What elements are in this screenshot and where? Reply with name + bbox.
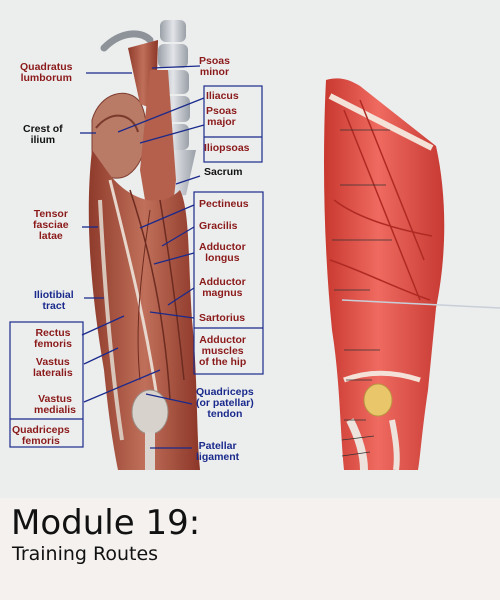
label-sartorius: Sartorius <box>199 312 246 324</box>
label-rectus-femoris: Rectus femoris <box>34 327 72 350</box>
label-iliotibial-tract: Iliotibial tract <box>34 289 74 312</box>
label-crest-of-ilium: Crest of ilium <box>23 123 63 146</box>
label-iliacus: Iliacus <box>206 90 239 102</box>
leg-illustration-side-view <box>324 78 500 471</box>
label-iliopsoas: Iliopsoas <box>204 142 250 154</box>
label-pectineus: Pectineus <box>199 198 249 210</box>
label-psoas-minor: Psoas minor <box>199 55 230 78</box>
label-patellar-ligament: Patellar ligament <box>196 440 240 463</box>
label-quadriceps-femoris: Quadriceps femoris <box>12 424 70 447</box>
label-gracilis: Gracilis <box>199 220 238 232</box>
label-adductor-longus: Adductor longus <box>199 241 246 264</box>
label-adductor-magnus: Adductor magnus <box>199 276 246 299</box>
patella-right <box>363 383 393 417</box>
label-frames <box>9 85 264 448</box>
label-tensor-fasciae-latae: Tensor fasciae latae <box>33 208 69 242</box>
label-adductor-muscles-of-the-hip: Adductor muscles of the hip <box>199 334 247 368</box>
label-sacrum: Sacrum <box>204 166 243 178</box>
label-psoas-major: Psoas major <box>206 105 237 128</box>
label-quadriceps-tendon: Quadriceps (or patellar) tendon <box>196 386 254 420</box>
module-title: Module 19: <box>11 503 201 543</box>
leader-lines <box>80 65 205 449</box>
patella-left <box>131 389 169 435</box>
module-footer <box>0 498 500 600</box>
label-vastus-medialis: Vastus medialis <box>34 393 77 416</box>
anatomy-illustration: Quadratus lumborum Psoas minor Iliacus P… <box>0 0 500 498</box>
module-subtitle: Training Routes <box>12 543 159 565</box>
psoas-muscle <box>140 70 176 230</box>
label-quadratus-lumborum: Quadratus lumborum <box>20 61 73 84</box>
anatomy-drawing <box>9 20 500 471</box>
right-figure-leader-lines <box>332 129 392 457</box>
label-vastus-lateralis: Vastus lateralis <box>33 356 73 379</box>
